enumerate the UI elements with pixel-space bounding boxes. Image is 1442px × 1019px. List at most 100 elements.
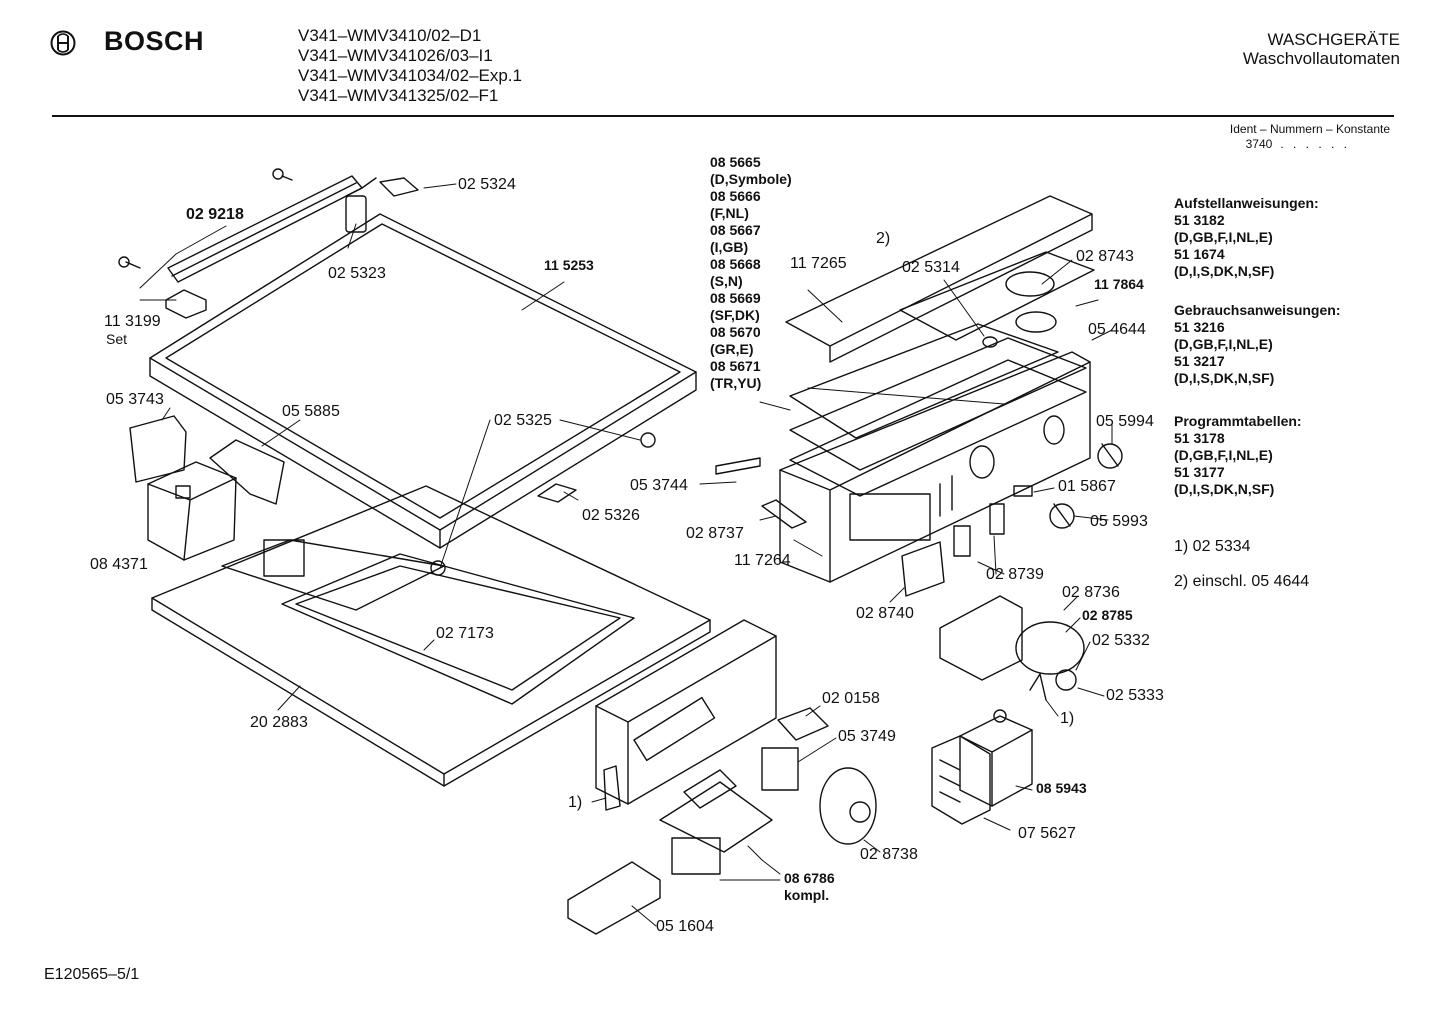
part-label: 02 5314: [902, 259, 960, 276]
part-label: 02 7173: [436, 625, 494, 642]
symbol-line: (F,NL): [710, 205, 749, 221]
symbol-line: 08 5670: [710, 324, 761, 340]
part-label: 05 4644: [1088, 321, 1146, 338]
part-label: 02 8743: [1076, 248, 1134, 265]
doc-line: 51 3182: [1174, 212, 1225, 228]
section-title: Gebrauchsanweisungen:: [1174, 302, 1341, 318]
part-label: 02 0158: [822, 690, 880, 707]
model-line: V341–WMV341026/03–I1: [298, 46, 493, 65]
part-label: 02 5325: [494, 412, 552, 429]
model-line: V341–WMV341325/02–F1: [298, 86, 499, 105]
hinge-rod-part: [118, 168, 377, 283]
symbol-overlay-list: 08 5665 (D,Symbole) 08 5666 (F,NL) 08 56…: [710, 154, 792, 392]
part-label: 05 5993: [1090, 513, 1148, 530]
ident-dots: . . . . . .: [1280, 137, 1350, 151]
part-label: 02 8736: [1062, 584, 1120, 601]
part-label: 02 5332: [1092, 632, 1150, 649]
installation-instructions: Aufstellanweisungen: 51 3182 (D,GB,F,I,N…: [1174, 195, 1319, 280]
bosch-logo-icon: [50, 30, 76, 56]
timer-gear-part: [1015, 621, 1085, 675]
part-label: 02 9218: [186, 206, 244, 223]
doc-line: (D,I,S,DK,N,SF): [1174, 481, 1275, 497]
latch-part: [603, 765, 621, 811]
spring-clip-part: [1029, 673, 1047, 701]
switch-part: [989, 503, 1005, 535]
part-label: 02 8738: [860, 846, 918, 863]
doc-line: (D,GB,F,I,NL,E): [1174, 229, 1273, 245]
category-block: WASCHGERÄTE Waschvollautomaten: [1243, 30, 1400, 68]
part-label: 08 4371: [90, 556, 148, 573]
symbol-line: (SF,DK): [710, 307, 760, 323]
part-label: 05 3743: [106, 391, 164, 408]
part-label: 02 5326: [582, 507, 640, 524]
timer-cover-part: [931, 735, 991, 825]
part-label: 08 5943: [1036, 780, 1087, 796]
leader-lines: [139, 183, 1113, 927]
ident-label: Ident – Nummern – Konstante: [1229, 122, 1390, 136]
hinge-clip-part: [165, 289, 207, 319]
part-label: Set: [106, 331, 128, 347]
header-rule: [52, 115, 1394, 117]
document-code: E120565–5/1: [44, 966, 140, 983]
contact-strip-part: [715, 457, 761, 475]
doc-line: 51 3177: [1174, 464, 1225, 480]
note-marker: 1): [1060, 710, 1075, 727]
lid-buffer-part: [537, 483, 577, 503]
category-subtitle: Waschvollautomaten: [1242, 49, 1400, 68]
doc-line: (D,I,S,DK,N,SF): [1174, 263, 1275, 279]
model-line: V341–WMV341034/02–Exp.1: [298, 66, 522, 85]
trim-strip-part: [761, 499, 807, 529]
temperature-knob-part: [1049, 503, 1075, 529]
doc-line: (D,GB,F,I,NL,E): [1174, 336, 1273, 352]
ident-value: 3740: [1245, 137, 1273, 151]
doc-line: 51 1674: [1174, 246, 1225, 262]
part-label: 11 7265: [790, 255, 847, 272]
operating-instructions: Gebrauchsanweisungen: 51 3216 (D,GB,F,I,…: [1174, 302, 1340, 387]
symbol-line: (GR,E): [710, 341, 754, 357]
doc-line: 51 3216: [1174, 319, 1225, 335]
part-label: 02 5333: [1106, 687, 1164, 704]
indicator-lamp-part: [1013, 485, 1033, 497]
symbol-line: (I,GB): [710, 239, 749, 255]
part-label: 02 5323: [328, 265, 386, 282]
symbol-line: (TR,YU): [710, 375, 762, 391]
note-marker: 2): [876, 230, 891, 247]
drawer-cover-part: [209, 439, 285, 505]
part-label: 05 3744: [630, 477, 688, 494]
part-label: 11 3199: [104, 313, 161, 330]
mains-switch-part: [567, 861, 661, 935]
section-title: Programmtabellen:: [1174, 413, 1302, 429]
selector-opening: [1015, 311, 1057, 333]
footnote-1: 1) 02 5334: [1174, 538, 1251, 555]
hinge-bracket-part: [379, 177, 419, 197]
part-label: 02 8739: [986, 566, 1044, 583]
pinion-part: [1055, 669, 1077, 691]
drive-pulley-part: [819, 767, 877, 845]
part-label: 05 1604: [656, 918, 714, 935]
model-list: V341–WMV3410/02–D1 V341–WMV341026/03–I1 …: [298, 26, 522, 106]
programme-tables: Programmtabellen: 51 3178 (D,GB,F,I,NL,E…: [1174, 413, 1302, 498]
doc-line: (D,GB,F,I,NL,E): [1174, 447, 1273, 463]
relay-part: [777, 707, 829, 741]
doc-line: 51 3178: [1174, 430, 1225, 446]
part-label: 01 5867: [1058, 478, 1116, 495]
symbol-line: 08 5666: [710, 188, 761, 204]
pressure-switch-part: [761, 747, 799, 791]
part-label: 11 5253: [544, 257, 594, 273]
control-bracket-part: [595, 619, 777, 805]
part-label: 11 7264: [734, 552, 791, 569]
terminal-block-part: [671, 837, 721, 875]
symbol-line: (S,N): [710, 273, 743, 289]
fascia-frame-part: [899, 251, 1095, 341]
drawer-insert-part: [129, 415, 187, 483]
fascia-strip-part: [785, 195, 1093, 363]
part-label: 05 5885: [282, 403, 340, 420]
timer-bracket-part: [939, 595, 1023, 681]
part-label: 02 5324: [458, 176, 516, 193]
symbol-line: 08 5669: [710, 290, 761, 306]
doc-line: (D,I,S,DK,N,SF): [1174, 370, 1275, 386]
part-label: 05 3749: [838, 728, 896, 745]
section-title: Aufstellanweisungen:: [1174, 195, 1319, 211]
part-label: 08 6786: [784, 870, 835, 886]
pump-housing-part: [659, 769, 773, 853]
